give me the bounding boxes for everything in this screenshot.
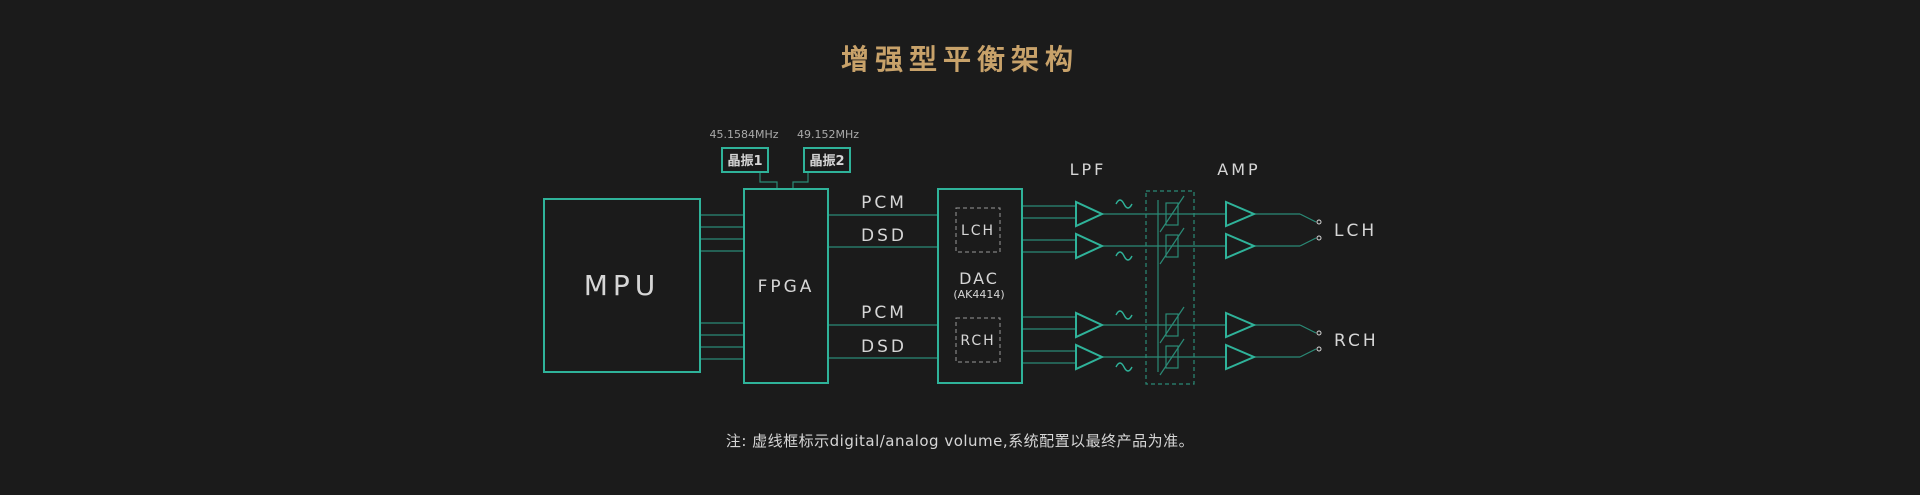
lch-inner-label: LCH xyxy=(961,223,995,239)
resistor-arrow xyxy=(1159,338,1185,376)
amp-triangle xyxy=(1225,232,1257,260)
lpf-triangle xyxy=(1075,343,1105,371)
pcm-bottom-label: PCM xyxy=(861,303,907,323)
pcm-top-label: PCM xyxy=(861,193,907,213)
footnote: 注: 虚线框标示digital/analog volume,系统配置以最终产品为… xyxy=(725,432,1195,450)
amp-label: AMP xyxy=(1217,160,1260,179)
sine-wave-icon xyxy=(1115,362,1133,372)
switch-contact xyxy=(1316,235,1322,241)
resistor-arrow xyxy=(1159,195,1185,233)
lpf-triangle xyxy=(1075,200,1105,228)
crystal2-label: 晶振2 xyxy=(809,153,844,169)
dsd-bottom-label: DSD xyxy=(861,337,907,357)
mpu-block xyxy=(543,198,701,373)
switch-contact xyxy=(1316,330,1322,336)
crystal2-block xyxy=(803,147,851,173)
rch-output-label: RCH xyxy=(1334,331,1379,351)
rch-channel-box xyxy=(955,317,1001,363)
sine-wave-icon xyxy=(1115,310,1133,320)
dac-block xyxy=(937,188,1023,384)
dac-model: (AK4414) xyxy=(953,288,1004,301)
mpu-label: MPU xyxy=(584,269,661,302)
amp-triangle xyxy=(1225,200,1257,228)
lch-channel-box xyxy=(955,207,1001,253)
crystal1-freq: 45.1584MHz xyxy=(709,128,778,141)
lch-output-label: LCH xyxy=(1334,221,1377,241)
sine-wave-icon xyxy=(1115,199,1133,209)
variable-resistor xyxy=(1165,234,1179,258)
switch-lever xyxy=(1299,324,1317,334)
crystal2-connector xyxy=(792,172,809,188)
lpf-triangle xyxy=(1075,232,1105,260)
amp-triangle xyxy=(1225,311,1257,339)
crystal1-label: 晶振1 xyxy=(727,153,762,169)
fpga-block xyxy=(743,188,829,384)
switch-lever xyxy=(1299,213,1317,223)
variable-resistor xyxy=(1165,313,1179,337)
crystal1-block xyxy=(721,147,769,173)
switch-lever xyxy=(1299,237,1317,247)
variable-resistor xyxy=(1165,202,1179,226)
crystal2-freq: 49.152MHz xyxy=(797,128,859,141)
rch-inner-label: RCH xyxy=(960,333,995,349)
fpga-label: FPGA xyxy=(758,277,815,297)
variable-resistor xyxy=(1165,345,1179,369)
page-title: 增强型平衡架构 xyxy=(840,43,1079,76)
lpf-triangle xyxy=(1075,311,1105,339)
amp-triangle xyxy=(1225,343,1257,371)
crystal1-connector xyxy=(759,172,778,188)
switch-contact xyxy=(1316,346,1322,352)
switch-contact xyxy=(1316,219,1322,225)
lpf-label: LPF xyxy=(1070,160,1107,179)
dsd-top-label: DSD xyxy=(861,226,907,246)
resistor-arrow xyxy=(1159,227,1185,265)
sine-wave-icon xyxy=(1115,251,1133,261)
volume-control-box xyxy=(1145,190,1195,385)
switch-lever xyxy=(1299,348,1317,358)
resistor-arrow xyxy=(1159,306,1185,344)
dac-label: DAC xyxy=(959,269,999,288)
